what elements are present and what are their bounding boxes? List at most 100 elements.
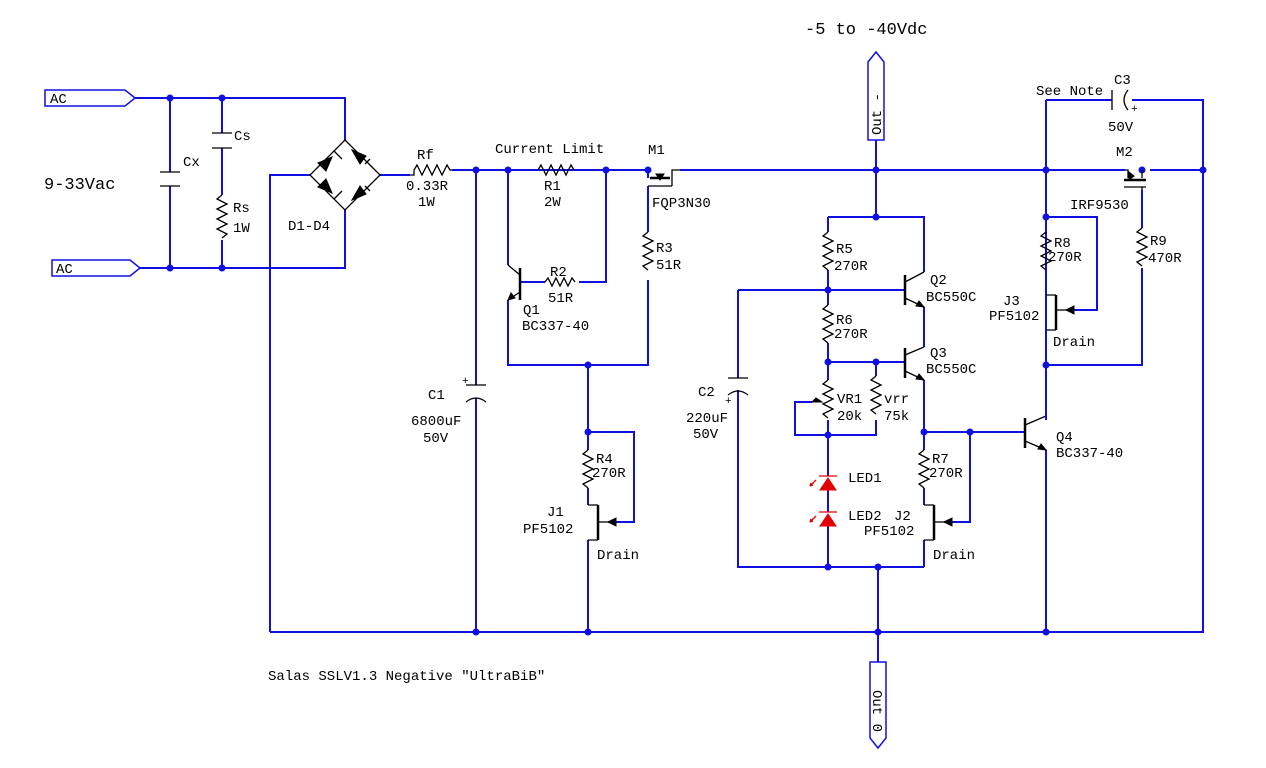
q3-label: Q3 (930, 346, 947, 362)
input-range-label: 9-33Vac (44, 176, 115, 195)
supply-range-label: -5 to -40Vdc (805, 21, 927, 40)
see-note-label: See Note (1036, 84, 1103, 100)
capacitor-cx (160, 171, 180, 187)
resistor-vrr (869, 375, 883, 415)
resistor-r6 (821, 304, 835, 344)
port-out-zero-label: Out 0 (868, 690, 884, 732)
c1-value: 6800uF (411, 414, 461, 430)
led2 (809, 511, 837, 527)
r4-value: 270R (592, 466, 626, 482)
mosfet-m1 (640, 169, 680, 190)
r5-value: 270R (834, 259, 868, 275)
r7-value: 270R (929, 466, 963, 482)
resistor-vr1 (810, 379, 835, 419)
wires (135, 97, 1204, 662)
j1-drain: Drain (597, 548, 639, 564)
transistor-q2 (903, 271, 926, 308)
capacitor-c1: + (462, 376, 487, 403)
r6-value: 270R (834, 327, 868, 343)
q4-part: BC337-40 (1056, 446, 1123, 462)
mosfet-m2 (1124, 169, 1146, 190)
junction-dots (166, 94, 1207, 636)
q2-label: Q2 (930, 273, 947, 289)
schematic-caption: Salas SSLV1.3 Negative "UltraBiB" (268, 669, 545, 685)
q1-part: BC337-40 (522, 319, 589, 335)
capacitor-c2: + (725, 377, 749, 408)
led1-label: LED1 (848, 471, 882, 487)
resistor-r2 (520, 276, 580, 288)
r7-label: R7 (932, 452, 949, 468)
port-out-minus: Out - (867, 50, 886, 141)
c2-value: 220uF (686, 411, 728, 427)
led1 (809, 475, 837, 491)
vr1-value: 20k (837, 409, 862, 425)
transistor-q3 (903, 346, 926, 381)
r3-value: 51R (656, 258, 682, 274)
c2-voltage: 50V (693, 427, 719, 443)
r9-value: 470R (1148, 251, 1182, 267)
m2-label: M2 (1116, 145, 1133, 161)
cx-label: Cx (183, 155, 200, 171)
c3-label: C3 (1114, 73, 1131, 89)
resistor-r8 (1039, 231, 1053, 271)
j3-part: PF5102 (989, 309, 1039, 325)
m1-part: FQP3N30 (652, 196, 711, 212)
svg-text:+: + (725, 396, 732, 408)
jfet-j2 (924, 504, 953, 541)
j2-drain: Drain (933, 548, 975, 564)
j1-part: PF5102 (523, 522, 573, 538)
jfet-j1 (588, 504, 617, 541)
r8-label: R8 (1054, 236, 1071, 252)
resistor-r7 (917, 449, 931, 489)
r1-label: R1 (544, 179, 561, 195)
r2-label: R2 (550, 265, 567, 281)
j1-label: J1 (547, 505, 564, 521)
r9-label: R9 (1150, 234, 1167, 250)
port-out-minus-label: Out - (870, 93, 886, 135)
r1-value: 2W (544, 195, 561, 211)
j3-label: J3 (1003, 294, 1020, 310)
j2-part: PF5102 (864, 524, 914, 540)
rf-power: 1W (418, 195, 435, 211)
rf-label: Rf (417, 148, 434, 164)
port-ac-bottom-label: AC (56, 262, 73, 278)
bridge-rectifier-d1-d4 (309, 139, 381, 211)
resistor-rs (215, 194, 229, 239)
r5-label: R5 (836, 242, 853, 258)
cs-label: Cs (234, 129, 251, 145)
d1d4-label: D1-D4 (288, 219, 330, 235)
vr1-label: VR1 (837, 392, 862, 408)
q1-label: Q1 (523, 303, 540, 319)
j2-label: J2 (894, 509, 911, 525)
j3-drain: Drain (1053, 335, 1095, 351)
vrr-value: 75k (884, 409, 909, 425)
port-out-zero: Out 0 (868, 661, 887, 750)
resistor-r5 (821, 231, 835, 271)
svg-text:+: + (1131, 104, 1138, 116)
rs-label: Rs (233, 201, 250, 217)
resistor-rf (410, 163, 452, 177)
capacitor-c3: + (1111, 89, 1138, 116)
vrr-label: vrr (884, 392, 909, 408)
m2-part: IRF9530 (1070, 198, 1129, 214)
c1-label: C1 (428, 388, 445, 404)
r2-value: 51R (548, 291, 574, 307)
port-ac-top-label: AC (50, 92, 67, 108)
resistor-r4 (581, 449, 595, 489)
r4-label: R4 (596, 452, 613, 468)
q3-part: BC550C (926, 362, 976, 378)
current-limit-label: Current Limit (495, 142, 604, 158)
q4-label: Q4 (1056, 430, 1073, 446)
resistor-r9 (1135, 227, 1149, 267)
capacitor-cs (212, 132, 232, 149)
rs-value: 1W (233, 221, 250, 237)
resistor-r1 (508, 163, 606, 177)
port-ac-top: AC (44, 89, 137, 108)
port-ac-bottom: AC (51, 259, 142, 278)
transistor-q4 (1023, 415, 1048, 451)
m1-label: M1 (648, 143, 665, 159)
r8-value: 270R (1048, 250, 1082, 266)
resistor-r3 (641, 231, 655, 271)
led2-label: LED2 (848, 509, 882, 525)
